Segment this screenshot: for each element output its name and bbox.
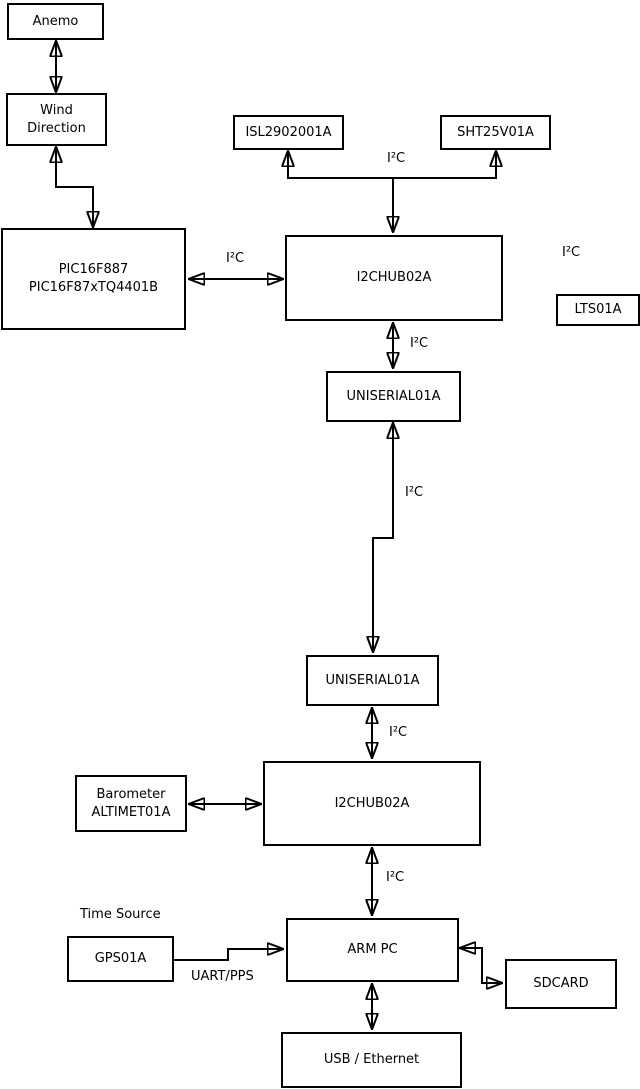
node-wind-direction: Wind Direction bbox=[6, 93, 107, 146]
node-label-line1: Wind bbox=[40, 102, 73, 118]
node-lts01a: LTS01A bbox=[556, 294, 640, 326]
edge-label-uart-pps: UART/PPS bbox=[191, 969, 254, 984]
edge-label-i2c-hub2-arm: I²C bbox=[386, 870, 405, 885]
node-usb-ethernet: USB / Ethernet bbox=[281, 1032, 462, 1088]
node-label: SHT25V01A bbox=[457, 124, 534, 140]
node-isl2902001a: ISL2902001A bbox=[233, 115, 344, 150]
node-sht25v01a: SHT25V01A bbox=[440, 115, 551, 150]
edge-label-i2c-pic-bus: I²C bbox=[226, 251, 245, 266]
node-label: LTS01A bbox=[574, 302, 622, 317]
node-pic16f887: PIC16F887 PIC16F87xTQ4401B bbox=[1, 228, 186, 330]
edge-gps-armpc bbox=[174, 949, 283, 961]
node-label: UNISERIAL01A bbox=[325, 672, 420, 688]
node-label: ISL2902001A bbox=[245, 124, 332, 140]
node-label: USB / Ethernet bbox=[323, 1052, 420, 1067]
node-label-line2: Direction bbox=[27, 120, 86, 136]
edge-label-i2c-hub-serial: I²C bbox=[410, 336, 429, 351]
edge-label-time-source: Time Source bbox=[80, 907, 161, 922]
edge-winddirection-pic bbox=[56, 147, 93, 227]
node-label-line2: ALTIMET01A bbox=[91, 804, 171, 820]
edge-uniserial-uniserial bbox=[373, 423, 393, 652]
node-label-line2: PIC16F87xTQ4401B bbox=[28, 280, 159, 295]
node-label: SDCARD bbox=[533, 976, 589, 991]
node-label: I2CHUB02A bbox=[356, 270, 432, 285]
node-i2chub02a-top: I2CHUB02A bbox=[285, 235, 503, 321]
node-label-line1: PIC16F887 bbox=[58, 262, 129, 277]
node-anemometer: Anemo bbox=[7, 3, 104, 40]
node-label: ARM PC bbox=[347, 942, 398, 957]
node-arm-pc: ARM PC bbox=[286, 918, 459, 982]
node-gps01a: GPS01A bbox=[67, 936, 174, 982]
edge-label-i2c-serial-link: I²C bbox=[405, 485, 424, 500]
edge-label-i2c-lts-bus: I²C bbox=[562, 245, 581, 260]
edge-label-i2c-sensor-bus: I²C bbox=[387, 151, 406, 166]
edge-armpc-sdcard bbox=[460, 948, 502, 983]
node-label-line1: Barometer bbox=[96, 786, 166, 802]
node-sdcard: SDCARD bbox=[505, 959, 617, 1009]
edge-label-i2c-serial-hub2: I²C bbox=[389, 725, 408, 740]
node-label: UNISERIAL01A bbox=[346, 388, 441, 404]
node-label: Anemo bbox=[32, 13, 79, 29]
node-i2chub02a-bottom: I2CHUB02A bbox=[263, 761, 481, 846]
node-barometer-altimet01a: Barometer ALTIMET01A bbox=[75, 775, 187, 832]
node-uniserial01a-bottom: UNISERIAL01A bbox=[306, 655, 439, 706]
node-label: GPS01A bbox=[94, 951, 147, 966]
node-uniserial01a-top: UNISERIAL01A bbox=[326, 371, 461, 422]
node-label: I2CHUB02A bbox=[334, 795, 410, 811]
